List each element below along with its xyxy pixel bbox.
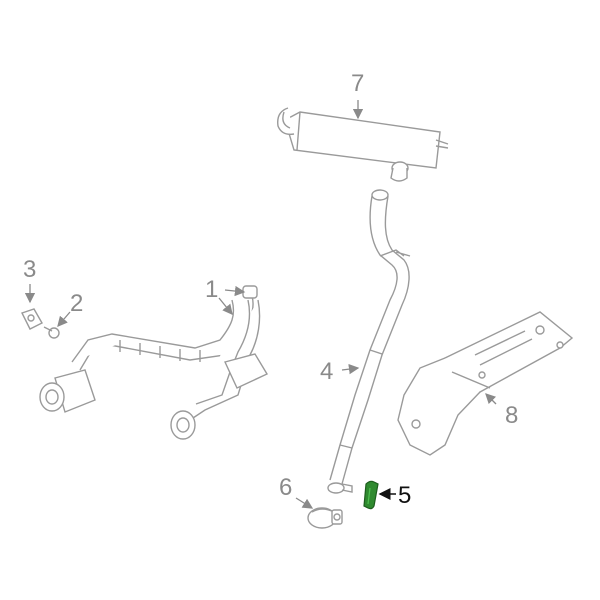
callout-4[interactable]: 4 (320, 358, 334, 385)
part-6-clamp[interactable] (307, 507, 343, 529)
callout-6[interactable]: 6 (279, 474, 293, 501)
part-5-hanger[interactable] (363, 480, 379, 510)
callout-5[interactable]: 5 (398, 482, 412, 509)
callout-8[interactable]: 8 (505, 402, 519, 429)
part-7-muffler[interactable] (277, 107, 449, 182)
callout-7[interactable]: 7 (351, 70, 365, 97)
part-8-heat-shield[interactable] (397, 311, 574, 456)
part-1-catalytic-pipe-assembly[interactable] (39, 285, 268, 440)
part-4-intermediate-pipe[interactable] (327, 189, 411, 494)
part-2-bolt[interactable] (43, 326, 60, 339)
callout-2[interactable]: 2 (70, 290, 84, 317)
callout-1[interactable]: 1 (205, 276, 219, 303)
part-3-gasket[interactable] (21, 308, 43, 330)
leader-lines (24, 100, 497, 509)
callout-3[interactable]: 3 (23, 256, 37, 283)
